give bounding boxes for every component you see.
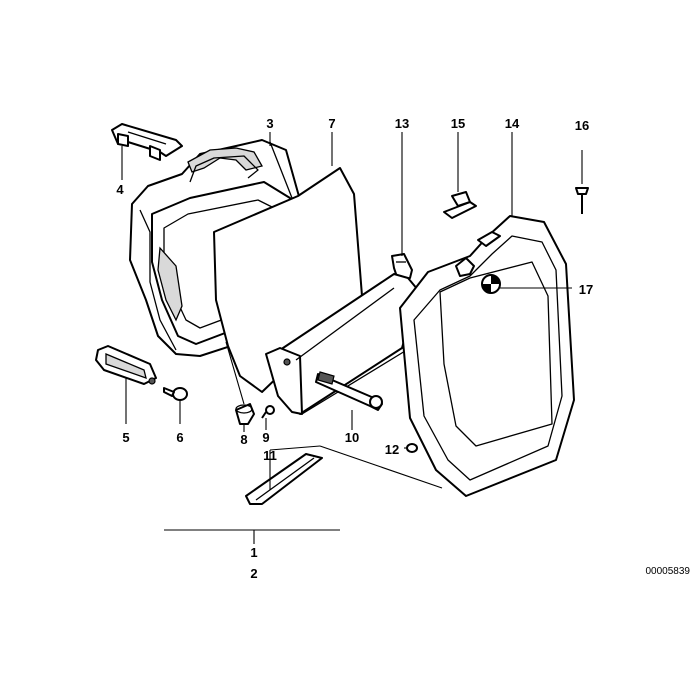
- callout-15: 15: [451, 116, 465, 131]
- callout-16: 16: [575, 118, 589, 133]
- callout-13: 13: [395, 116, 409, 131]
- callout-3: 3: [266, 116, 273, 131]
- callout-1: 1: [250, 545, 257, 560]
- callout-11: 11: [263, 448, 277, 463]
- part-8-grommet: [235, 403, 255, 425]
- callout-10: 10: [345, 430, 359, 445]
- leader-lines: [121, 132, 572, 544]
- part-15-latch-piece: [443, 191, 477, 219]
- callout-9: 9: [262, 430, 269, 445]
- callout-labels: 1 2 3 4 5 6 7 8 9 10 11 12 13 14 15 16 1…: [116, 116, 690, 581]
- part-10-tray: [265, 273, 419, 415]
- callout-6: 6: [176, 430, 183, 445]
- callout-2: 2: [250, 566, 257, 581]
- callout-17: 17: [579, 282, 593, 297]
- callout-7: 7: [328, 116, 335, 131]
- part-14-lid: [399, 215, 575, 497]
- part-17-emblem: [481, 274, 501, 294]
- part-4-handle-cover: [111, 123, 183, 161]
- callout-5: 5: [122, 430, 129, 445]
- callout-4: 4: [116, 182, 124, 197]
- callout-14: 14: [505, 116, 520, 131]
- part-5-latch: [95, 345, 157, 385]
- callout-12: 12: [385, 442, 399, 457]
- part-13-clip: [391, 253, 413, 281]
- part-16-pin: [575, 150, 589, 214]
- part-9-screw: [261, 405, 275, 419]
- callout-8: 8: [240, 432, 247, 447]
- part-12-nut: [406, 443, 418, 453]
- part-6-key: [163, 387, 188, 401]
- part-11-rubber-strip: [245, 453, 323, 505]
- diagram-reference-number: 00005839: [646, 566, 691, 577]
